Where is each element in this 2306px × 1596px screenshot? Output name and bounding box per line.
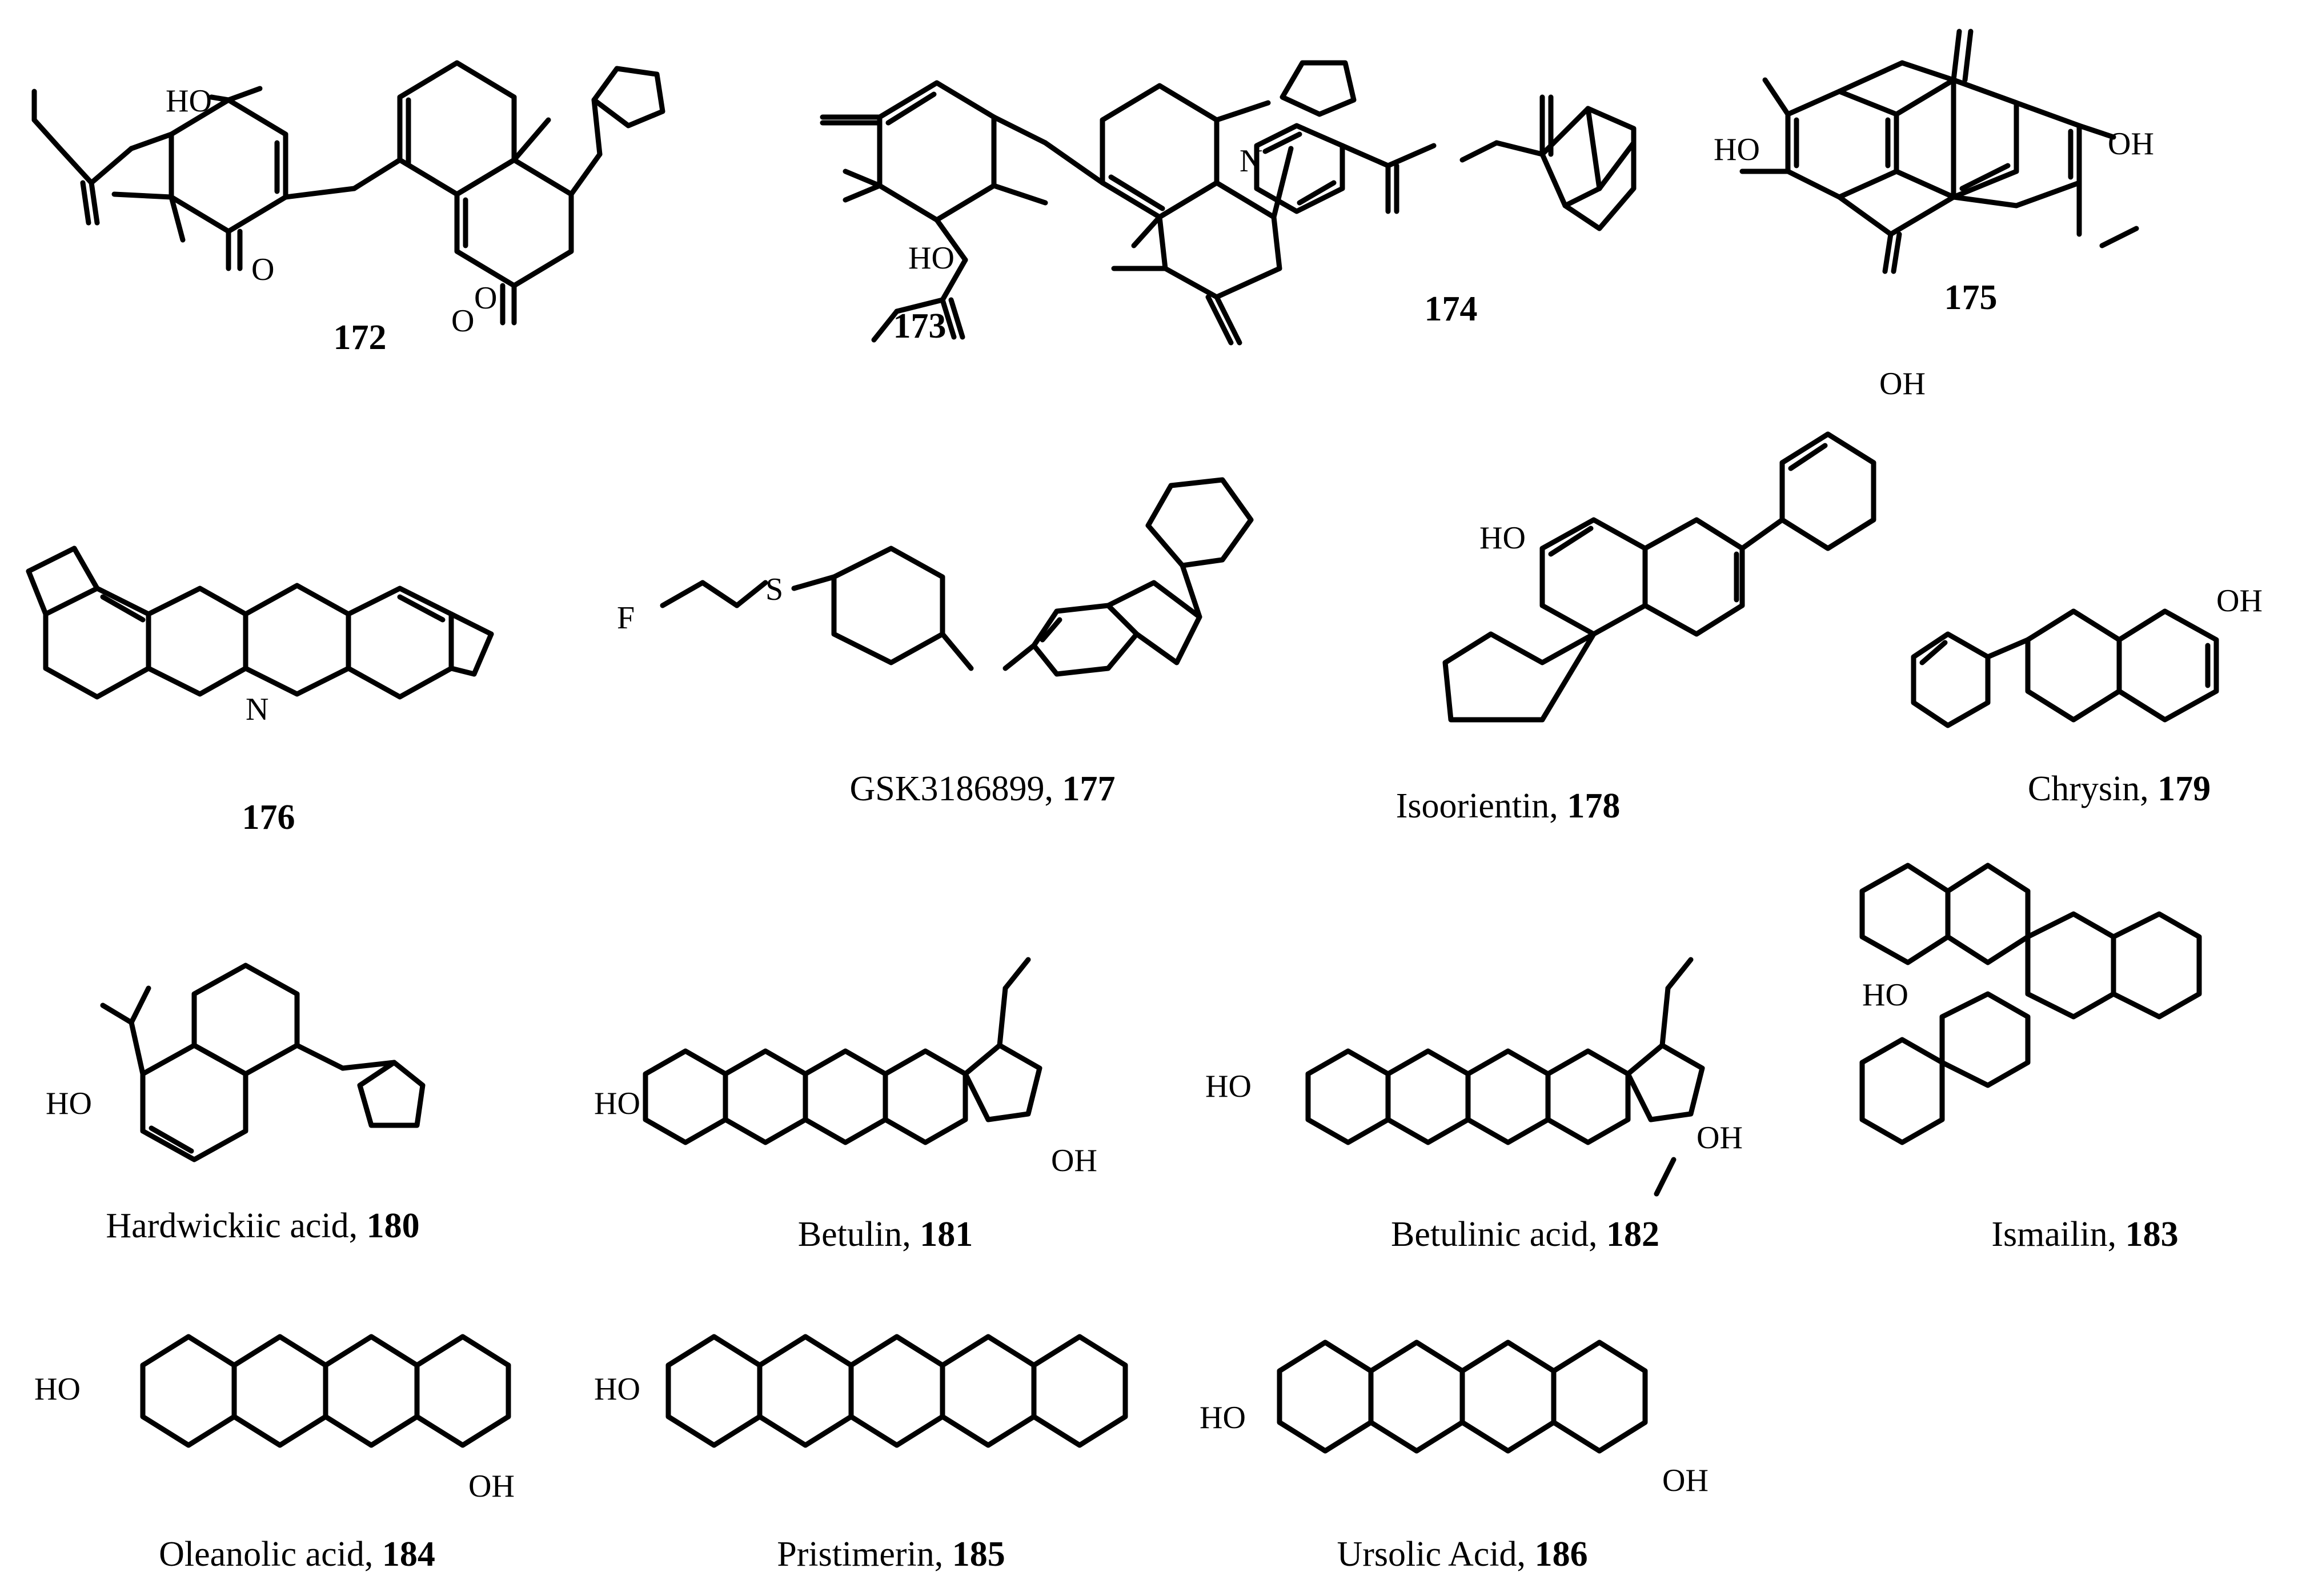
- caption-182: Betulinic acid, 182: [1391, 1217, 1659, 1252]
- caption-181: Betulin, 181: [798, 1217, 973, 1252]
- compound-number: 177: [1062, 769, 1116, 808]
- atom-label-O: O: [451, 303, 474, 339]
- structure-179: [1911, 608, 2219, 728]
- structure-177: [660, 477, 1254, 677]
- caption-178: Isoorientin, 178: [1396, 788, 1621, 824]
- compound-number: 175: [1944, 278, 1998, 317]
- structure-172: [31, 60, 665, 326]
- compound-number: 181: [920, 1215, 973, 1254]
- compound-name: Ismailin,: [1991, 1215, 2125, 1254]
- caption-186: Ursolic Acid, 186: [1337, 1537, 1587, 1572]
- atom-label-OH: OH: [1879, 366, 1926, 402]
- compound-number: 176: [242, 798, 295, 837]
- atom-label-HO: HO: [1205, 1069, 1252, 1104]
- atom-label-OH: OH: [2216, 583, 2263, 619]
- compound-name: Oleanolic acid,: [159, 1535, 382, 1574]
- compound-number: 173: [893, 307, 947, 346]
- atom-label-OH: OH: [1662, 1463, 1709, 1498]
- caption-176: 176: [242, 800, 295, 835]
- caption-179: Chrysin, 179: [2028, 771, 2211, 807]
- compound-name: Betulinic acid,: [1390, 1215, 1607, 1254]
- structure-183: [1859, 863, 2202, 1145]
- structure-186: [1277, 1340, 1648, 1454]
- compound-name: Hardwickiic acid,: [106, 1206, 367, 1245]
- structure-180: [100, 963, 426, 1162]
- atom-label-O: O: [251, 252, 274, 287]
- caption-183: Ismailin, 183: [1991, 1217, 2178, 1252]
- atom-label-HO: HO: [908, 240, 955, 276]
- caption-174: 174: [1425, 291, 1478, 327]
- atom-label-HO: HO: [594, 1372, 640, 1407]
- atom-label-HO: HO: [166, 83, 212, 119]
- caption-175: 175: [1944, 280, 1998, 315]
- atom-label-N: N: [1240, 143, 1262, 179]
- compound-number: 185: [952, 1535, 1005, 1574]
- compound-number: 186: [1534, 1535, 1588, 1574]
- structure-182: [1305, 957, 1705, 1197]
- compound-name: Pristimerin,: [777, 1535, 952, 1574]
- structure-178: [1442, 431, 1876, 723]
- structure-181: [643, 957, 1042, 1145]
- compound-number: 182: [1606, 1215, 1660, 1254]
- compound-name: GSK3186899,: [849, 769, 1062, 808]
- atom-label-F: F: [617, 600, 635, 636]
- compound-name: Isoorientin,: [1395, 787, 1567, 825]
- structure-174: [1254, 94, 1637, 231]
- atom-label-HO: HO: [1714, 132, 1760, 167]
- compound-number: 183: [2125, 1215, 2179, 1254]
- compound-number: 179: [2157, 769, 2211, 808]
- atom-label-HO: HO: [34, 1372, 81, 1407]
- compound-name: Ursolic Acid,: [1337, 1535, 1535, 1574]
- caption-180: Hardwickiic acid, 180: [106, 1208, 419, 1244]
- atom-label-OH: OH: [1051, 1143, 1097, 1178]
- compound-number: 174: [1424, 290, 1478, 328]
- caption-173: 173: [893, 308, 947, 344]
- caption-172: 172: [334, 320, 387, 355]
- atom-label-N: N: [246, 692, 268, 727]
- compound-number: 180: [366, 1206, 420, 1245]
- structure-184: [140, 1334, 511, 1448]
- compound-name: Betulin,: [797, 1215, 920, 1254]
- caption-184: Oleanolic acid, 184: [159, 1537, 435, 1572]
- compound-name: Chrysin,: [2027, 769, 2158, 808]
- atom-label-S: S: [765, 572, 783, 607]
- atom-label-HO: HO: [1862, 977, 1908, 1013]
- atom-label-HO: HO: [594, 1086, 640, 1121]
- atom-label-OH: OH: [2108, 126, 2154, 162]
- compound-number: 184: [382, 1535, 435, 1574]
- structure-175: [1739, 29, 2139, 274]
- caption-185: Pristimerin, 185: [777, 1537, 1005, 1572]
- structure-185: [665, 1334, 1128, 1448]
- compound-number: 172: [333, 318, 387, 357]
- atom-label-HO: HO: [46, 1086, 92, 1121]
- atom-label-HO: HO: [1479, 520, 1526, 556]
- atom-label-OH: OH: [1697, 1120, 1743, 1156]
- atom-label-HO: HO: [1200, 1400, 1246, 1435]
- atom-label-O: O: [474, 280, 497, 316]
- caption-177: GSK3186899, 177: [849, 771, 1115, 807]
- compound-number: 178: [1567, 787, 1621, 825]
- atom-label-OH: OH: [468, 1469, 515, 1504]
- structure-176: [26, 546, 494, 700]
- structure-173: [820, 60, 1357, 346]
